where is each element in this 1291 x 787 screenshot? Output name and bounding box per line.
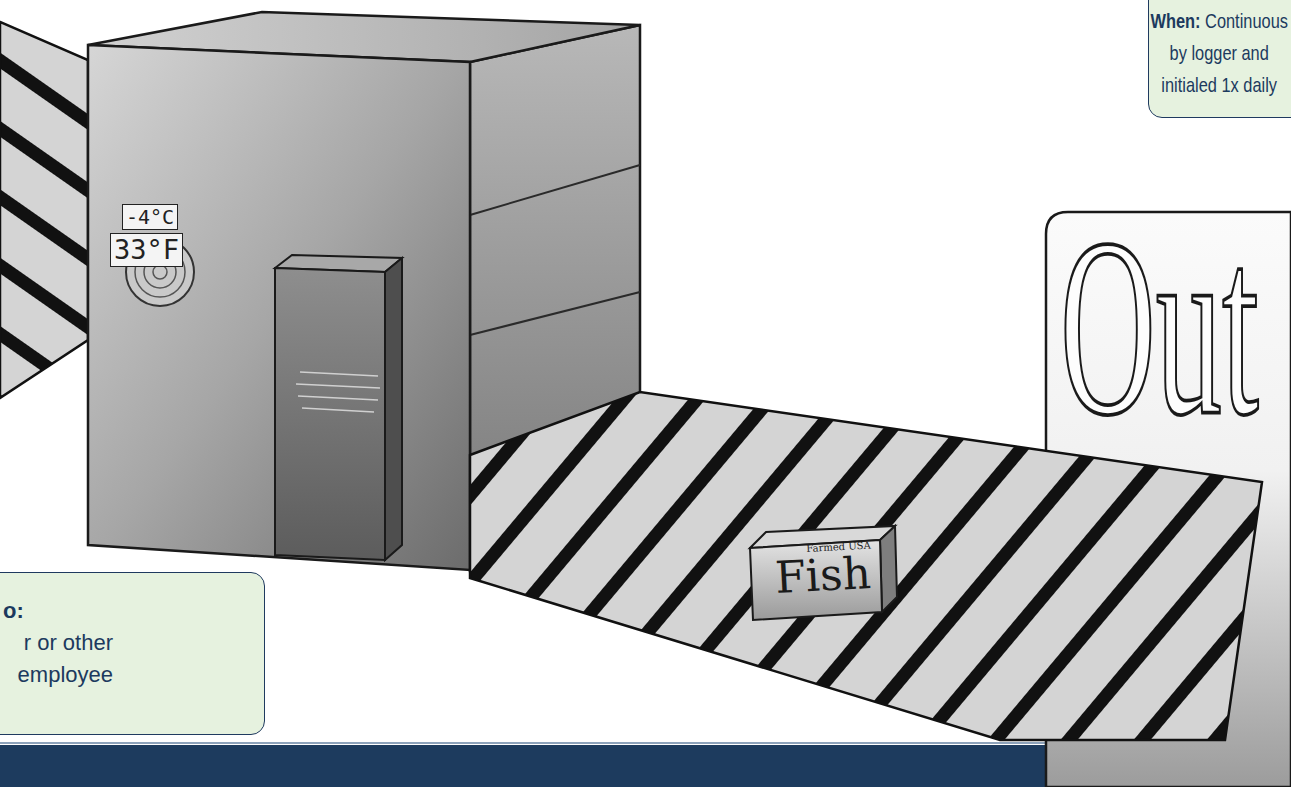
package-title: Fish: [774, 548, 872, 603]
temperature-celsius: -4°C: [122, 204, 178, 230]
vent-slot: [302, 408, 374, 412]
vent-panel-front: [275, 268, 385, 560]
vent-slot: [300, 372, 378, 376]
fish-box-front: [750, 540, 882, 620]
temperature-fahrenheit: 33°F: [110, 233, 183, 267]
callout-heading: When:: [1150, 9, 1200, 32]
callout-text: o:r or other employee: [3, 595, 113, 691]
machine-front-face: [88, 45, 470, 570]
conveyor-belt-in: [0, 22, 88, 398]
callout-text: When:Continuous by logger and initialed …: [1149, 5, 1289, 101]
vent-slot: [298, 396, 378, 400]
callout-box: o:r or other employee: [0, 572, 265, 735]
vent-slot: [296, 384, 380, 388]
machine-panel-line: [470, 165, 640, 215]
sign-text: Out: [1060, 200, 1259, 455]
callout-body: r or other employee: [3, 627, 113, 691]
vent-panel-side: [385, 258, 402, 560]
callout-box: When:Continuous by logger and initialed …: [1148, 0, 1291, 118]
thermometer-ring: [153, 265, 167, 279]
machine-panel-line: [470, 292, 640, 335]
callout-heading: o:: [3, 595, 113, 627]
